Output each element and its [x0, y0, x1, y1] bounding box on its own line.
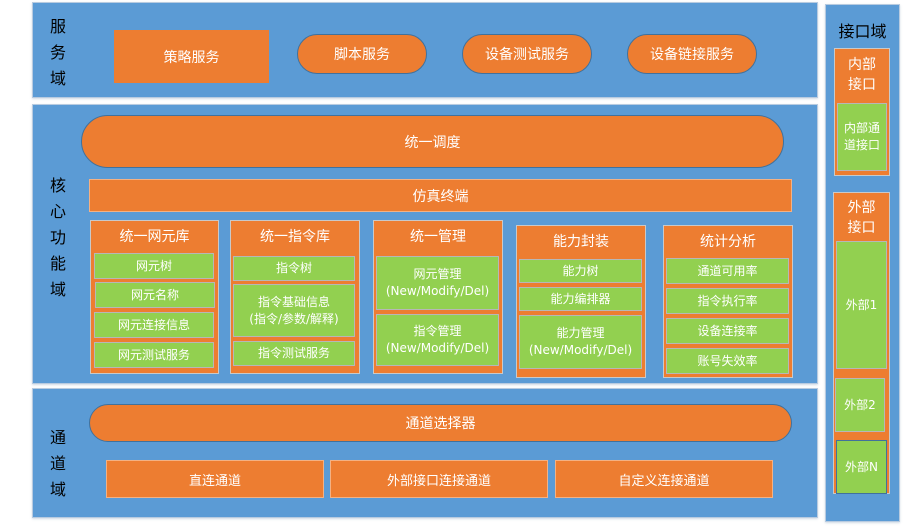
capability-tree[interactable]: 能力树 [519, 259, 642, 283]
channel-availability-rate[interactable]: 通道可用率 [666, 258, 789, 284]
label-char: 服 [49, 17, 66, 36]
external-interface-n[interactable]: 外部N [836, 440, 887, 494]
account-failure-rate[interactable]: 账号失效率 [666, 348, 789, 374]
external-interface-2[interactable]: 外部2 [835, 378, 885, 432]
command-execution-rate[interactable]: 指令执行率 [666, 288, 789, 314]
custom-connection-channel[interactable]: 自定义连接通道 [555, 460, 773, 498]
column-title: 统一管理 [410, 229, 466, 245]
command-basic-info[interactable]: 指令基础信息 (指令/参数/解释) [233, 284, 355, 337]
title-line: 接口 [847, 220, 876, 236]
label-char: 能 [49, 254, 66, 273]
capability-management[interactable]: 能力管理 (New/Modify/Del) [519, 315, 642, 369]
unified-scheduler[interactable]: 统一调度 [81, 115, 784, 168]
label-char: 务 [49, 43, 66, 62]
label-char: 域 [49, 69, 66, 88]
label-char: 域 [49, 280, 66, 299]
label-char: 心 [49, 202, 66, 221]
device-link-service[interactable]: 设备链接服务 [627, 34, 757, 74]
column-title: 统计分析 [700, 234, 756, 250]
label-char: 功 [49, 228, 66, 247]
script-service[interactable]: 脚本服务 [297, 34, 427, 74]
interface-domain-title: 接口域 [838, 22, 887, 41]
ne-connection-info[interactable]: 网元连接信息 [94, 312, 214, 338]
internal-interface-title: 内部 接口 [835, 55, 889, 95]
column-title: 能力封装 [553, 234, 609, 250]
command-tree[interactable]: 指令树 [233, 256, 355, 281]
capability-orchestrator[interactable]: 能力编排器 [519, 287, 642, 311]
core-domain-label: 核 心 功 能 域 [48, 173, 68, 303]
service-domain-label: 服 务 域 [48, 14, 68, 92]
strategy-service[interactable]: 策略服务 [114, 30, 269, 83]
external-interface-channel[interactable]: 外部接口连接通道 [330, 460, 548, 498]
device-connection-rate[interactable]: 设备连接率 [666, 318, 789, 344]
ne-name[interactable]: 网元名称 [95, 282, 215, 308]
title-line: 接口 [848, 77, 876, 93]
command-test-service[interactable]: 指令测试服务 [233, 341, 355, 366]
ne-tree[interactable]: 网元树 [94, 253, 214, 279]
ne-test-service[interactable]: 网元测试服务 [94, 342, 214, 368]
label-char: 道 [49, 454, 66, 473]
internal-channel-interface[interactable]: 内部通 道接口 [837, 103, 887, 171]
ne-management[interactable]: 网元管理 (New/Modify/Del) [376, 256, 499, 310]
channel-domain-label: 通 道 域 [48, 425, 68, 503]
command-management[interactable]: 指令管理 (New/Modify/Del) [376, 314, 499, 366]
title-line: 外部 [847, 200, 876, 216]
label-char: 域 [49, 480, 66, 499]
label-char: 核 [49, 176, 66, 195]
channel-selector[interactable]: 通道选择器 [89, 404, 792, 442]
direct-channel[interactable]: 直连通道 [106, 460, 324, 498]
simulation-terminal[interactable]: 仿真终端 [89, 179, 792, 212]
external-interface-title: 外部 接口 [834, 198, 889, 238]
external-interface-1[interactable]: 外部1 [836, 241, 887, 369]
label-char: 通 [49, 428, 66, 447]
title-line: 内部 [848, 57, 876, 73]
column-title: 统一指令库 [260, 229, 330, 245]
column-title: 统一网元库 [119, 229, 190, 245]
device-test-service[interactable]: 设备测试服务 [462, 34, 592, 74]
